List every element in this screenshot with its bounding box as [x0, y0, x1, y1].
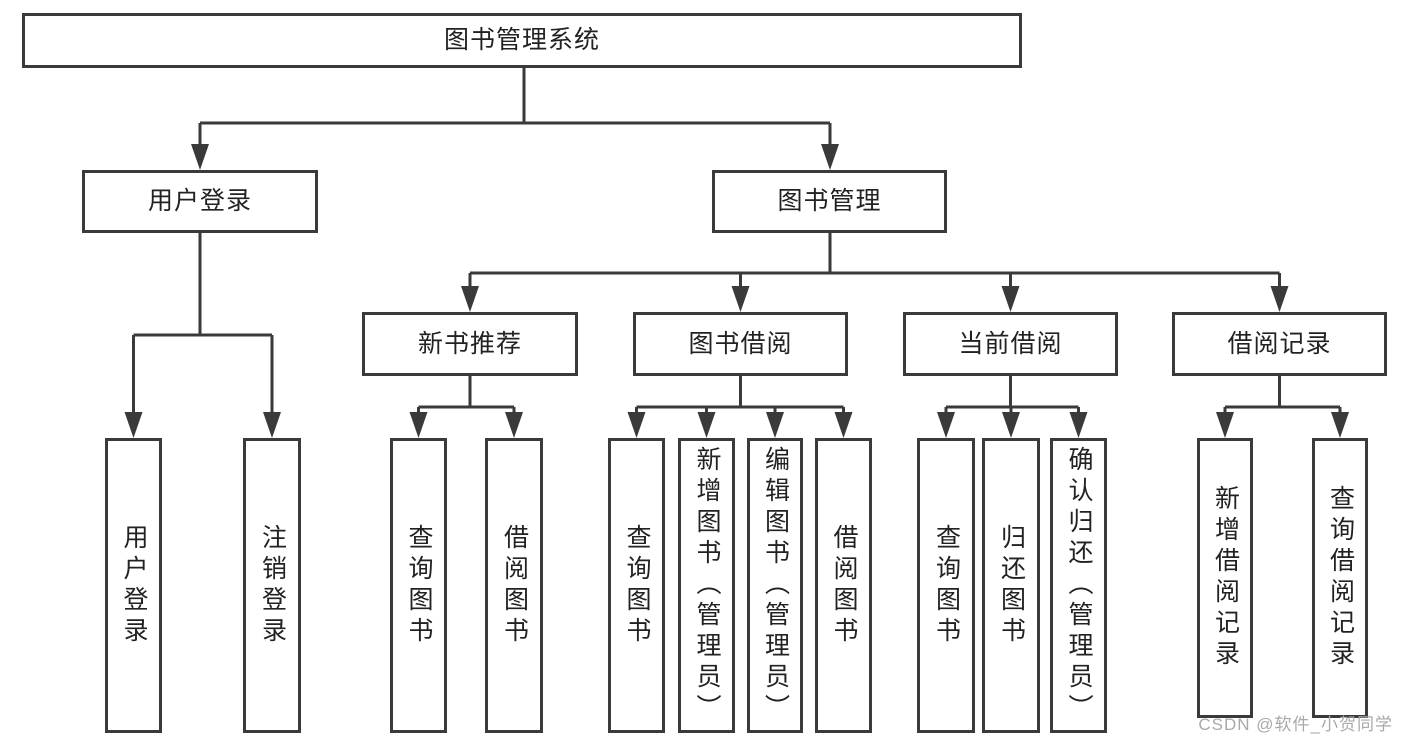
arrowhead	[1069, 412, 1088, 438]
node-current-borrowing: 当前借阅	[903, 312, 1118, 376]
arrowhead	[191, 144, 209, 170]
arrowhead	[834, 412, 853, 438]
leaf-borrow-book-recommend: 借阅图书	[485, 438, 543, 733]
node-label: 确认归还（管理员）	[1065, 446, 1093, 725]
node-user-login: 用户登录	[82, 170, 318, 233]
node-borrowing-records: 借阅记录	[1172, 312, 1387, 376]
leaf-add-book-admin: 新增图书（管理员）	[678, 438, 735, 733]
node-label: 注销登录	[258, 523, 287, 648]
leaf-confirm-return-admin: 确认归还（管理员）	[1050, 438, 1107, 733]
node-book-management: 图书管理	[712, 170, 947, 233]
node-label: 借阅记录	[1227, 329, 1332, 358]
leaf-query-borrow-record: 查询借阅记录	[1312, 438, 1368, 718]
node-label: 图书管理	[777, 187, 882, 215]
node-label: 新增借阅记录	[1211, 485, 1240, 671]
connector-currentborrow-to-leaves	[944, 376, 1080, 414]
node-label: 归还图书	[997, 523, 1026, 648]
arrowhead	[937, 412, 955, 438]
node-label: 查询借阅记录	[1326, 485, 1355, 671]
node-label: 借阅图书	[500, 523, 529, 648]
node-label: 新书推荐	[417, 329, 522, 358]
arrowhead	[1331, 412, 1349, 438]
arrowhead	[731, 286, 750, 312]
node-label: 新增图书（管理员）	[693, 446, 721, 725]
leaf-query-book-recommend: 查询图书	[390, 438, 447, 733]
connector-records-to-leaves	[1223, 376, 1342, 414]
node-label: 图书借阅	[688, 329, 793, 358]
node-label: 用户登录	[147, 187, 252, 215]
connector-bookborrow-to-leaves	[635, 376, 845, 414]
arrowhead	[505, 412, 523, 438]
node-library-management-system: 图书管理系统	[22, 13, 1022, 68]
arrowhead	[821, 144, 839, 170]
arrowhead	[263, 412, 281, 438]
csdn-watermark: CSDN @软件_小贺同学	[1198, 715, 1393, 734]
leaf-user-login: 用户登录	[105, 438, 162, 733]
leaf-query-book-borrowing: 查询图书	[608, 438, 665, 733]
arrowhead	[766, 412, 784, 438]
node-book-borrowing: 图书借阅	[633, 312, 848, 376]
arrowhead	[409, 412, 428, 438]
leaf-edit-book-admin: 编辑图书（管理员）	[747, 438, 803, 733]
arrowhead	[1270, 286, 1289, 312]
connector-bookmgmt-to-level3	[468, 233, 1281, 288]
arrowhead	[124, 412, 143, 438]
connector-root-to-level2	[198, 68, 832, 146]
arrowhead	[1001, 286, 1020, 312]
leaf-borrow-book-borrowing: 借阅图书	[815, 438, 872, 733]
node-label: 借阅图书	[830, 523, 858, 648]
leaf-return-book: 归还图书	[982, 438, 1040, 733]
connector-userlogin-to-leaves	[132, 233, 274, 414]
node-label: 查询图书	[623, 523, 651, 648]
node-label: 查询图书	[932, 523, 961, 648]
leaf-add-borrow-record: 新增借阅记录	[1197, 438, 1253, 718]
arrowhead	[1216, 412, 1234, 438]
node-label: 用户登录	[120, 523, 148, 648]
node-label: 图书管理系统	[443, 26, 600, 54]
connector-newbookrec-to-leaves	[417, 376, 516, 414]
arrowhead	[697, 412, 716, 438]
leaf-logout: 注销登录	[243, 438, 301, 733]
node-label: 查询图书	[405, 523, 433, 648]
node-new-book-recommendation: 新书推荐	[362, 312, 578, 376]
node-label: 当前借阅	[958, 329, 1063, 358]
node-label: 编辑图书（管理员）	[761, 446, 790, 725]
arrowhead	[627, 412, 646, 438]
arrowhead	[461, 286, 479, 312]
arrowhead	[1002, 412, 1020, 438]
leaf-query-book-current: 查询图书	[917, 438, 975, 733]
